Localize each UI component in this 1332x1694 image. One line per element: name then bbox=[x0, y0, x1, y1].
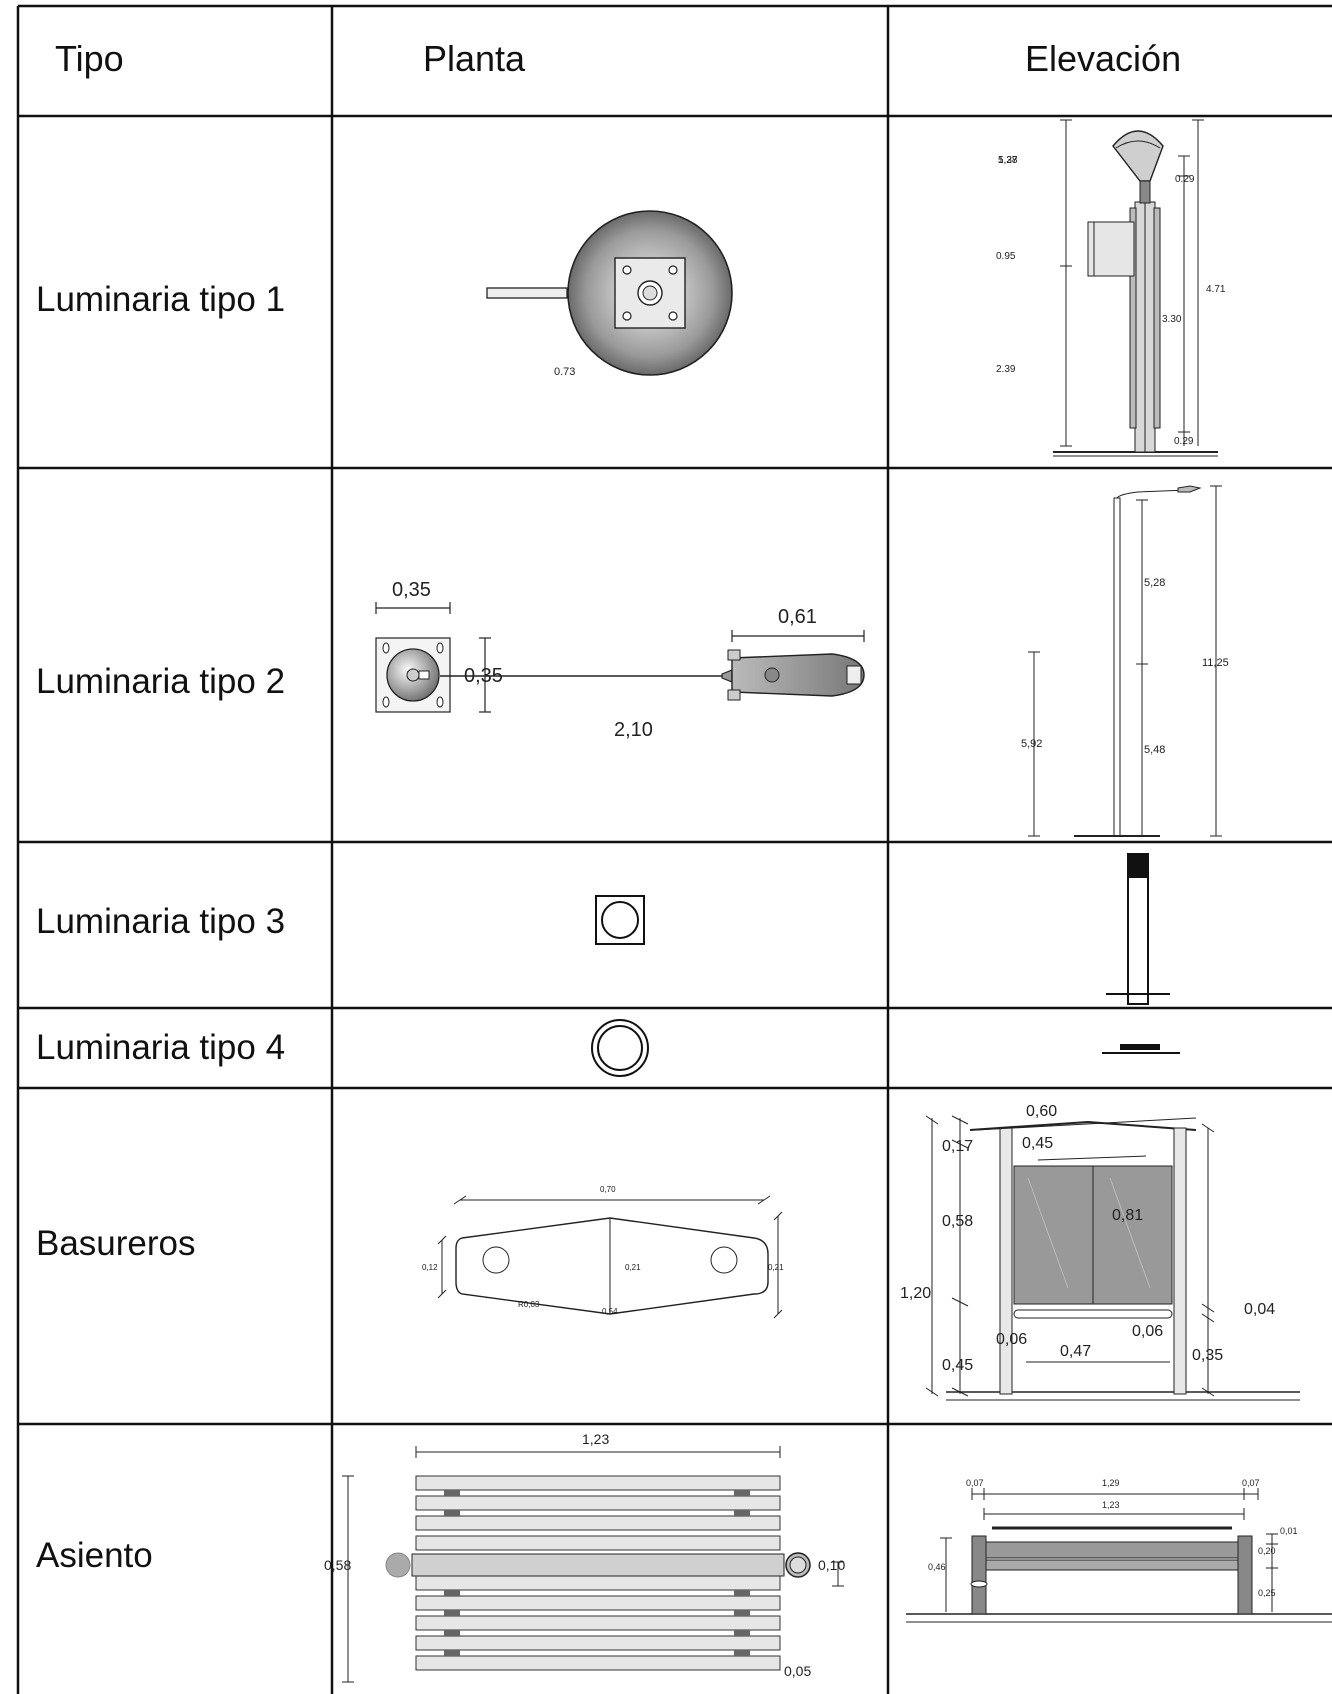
dim-label: 0.95 bbox=[996, 251, 1016, 262]
dim-label: 0,47 bbox=[1060, 1343, 1091, 1360]
dim-label: 0,06 bbox=[1132, 1323, 1163, 1340]
type-label-luminaria-4: Luminaria tipo 4 bbox=[36, 1028, 286, 1067]
dim-label: 0,70 bbox=[600, 1185, 616, 1194]
dim-label: 2,10 bbox=[614, 719, 653, 741]
luminaria-1-arm bbox=[486, 287, 568, 299]
dim-label: 0,06 bbox=[996, 1331, 1027, 1348]
dim-label: 4.71 bbox=[1206, 284, 1226, 295]
dim-label: 0,46 bbox=[928, 1562, 946, 1572]
dim-label: 0,61 bbox=[778, 606, 817, 628]
dim-label: 0,21 bbox=[625, 1263, 641, 1272]
dim-label: 0,07 bbox=[966, 1478, 984, 1488]
header-elevacion: Elevación bbox=[1025, 38, 1182, 79]
dim-label: 0,58 bbox=[324, 1557, 351, 1573]
dim-label: 0,58 bbox=[942, 1213, 973, 1230]
asiento-elevation-drawing: 0,07 1,29 0,07 1,23 0,01 0,20 0,46 0,25 bbox=[906, 1478, 1332, 1623]
dim-label: 0,35 bbox=[1192, 1347, 1223, 1364]
type-label-asiento: Asiento bbox=[36, 1536, 153, 1575]
dim-label: 0.73 bbox=[554, 366, 575, 378]
dim-label: 1,23 bbox=[1102, 1500, 1120, 1510]
dim-label: 11,25 bbox=[1202, 657, 1229, 669]
luminaria-1-elevation-drawing: 5,28 1.37 0.29 0.95 4.71 3.30 2.39 0.29 bbox=[996, 119, 1226, 457]
type-label-luminaria-1: Luminaria tipo 1 bbox=[36, 280, 286, 319]
basureros-plan-drawing: 0,70 0,12 0,21 0,21 R0,03 0,54 bbox=[422, 1185, 784, 1319]
asiento-plan-drawing: 1,23 0,58 0,10 0,05 bbox=[324, 1431, 845, 1683]
dim-label: 1.37 bbox=[998, 155, 1018, 166]
luminaria-1-plan-drawing: 0.73 bbox=[486, 210, 733, 378]
header-planta: Planta bbox=[423, 38, 526, 79]
dim-label: 0,04 bbox=[1244, 1301, 1275, 1318]
dim-label: 3.30 bbox=[1162, 314, 1182, 325]
dim-label: 0,54 bbox=[602, 1307, 618, 1316]
dim-label: 5,92 bbox=[1021, 738, 1042, 750]
luminaria-3-elevation-drawing bbox=[1106, 853, 1170, 1005]
dim-label: 1,20 bbox=[900, 1285, 931, 1302]
dim-label: 5,28 bbox=[998, 155, 1018, 166]
dim-label: 5,48 bbox=[1144, 744, 1165, 756]
type-label-luminaria-3: Luminaria tipo 3 bbox=[36, 902, 286, 941]
dim-label: 0,10 bbox=[818, 1557, 845, 1573]
header-tipo: Tipo bbox=[55, 38, 124, 79]
luminaria-4-elevation-drawing bbox=[1102, 1044, 1180, 1054]
luminaria-4-plan-drawing bbox=[591, 1019, 649, 1077]
dim-label: 0,35 bbox=[464, 665, 503, 687]
type-label-basureros: Basureros bbox=[36, 1224, 196, 1263]
dim-label: 0,45 bbox=[1022, 1135, 1053, 1152]
dim-label: R0,03 bbox=[518, 1300, 540, 1309]
dim-label: 0,21 bbox=[768, 1263, 784, 1272]
dim-label: 0,07 bbox=[1242, 1478, 1260, 1488]
luminaria-2-elevation-drawing: 5,28 11,25 5,92 5,48 bbox=[1021, 485, 1229, 837]
dim-label: 0.29 bbox=[1174, 436, 1194, 447]
dim-label: 0,25 bbox=[1258, 1588, 1276, 1598]
dim-label: 1,29 bbox=[1102, 1478, 1120, 1488]
luminaria-3-plan-drawing bbox=[595, 895, 645, 945]
luminaria-2-plan-drawing: 0,35 0,61 0,35 2,10 bbox=[375, 579, 865, 741]
type-label-luminaria-2: Luminaria tipo 2 bbox=[36, 662, 286, 701]
dim-label: 0.29 bbox=[1175, 174, 1195, 185]
dim-label: 0,35 bbox=[392, 579, 431, 601]
dim-label: 0,81 bbox=[1112, 1207, 1143, 1224]
basureros-elevation-drawing: 0,60 0,17 0,45 0,81 0,58 1,20 0,04 0,06 … bbox=[900, 1103, 1300, 1401]
dim-label: 0,20 bbox=[1258, 1546, 1276, 1556]
dim-label: 0,01 bbox=[1280, 1526, 1298, 1536]
dim-label: 0,45 bbox=[942, 1357, 973, 1374]
dim-label: 0,12 bbox=[422, 1263, 438, 1272]
dim-label: 0,05 bbox=[784, 1663, 811, 1679]
dim-label: 5,28 bbox=[1144, 577, 1165, 589]
dim-label: 1,23 bbox=[582, 1431, 609, 1447]
dim-label: 2.39 bbox=[996, 364, 1016, 375]
dim-label: 0,60 bbox=[1026, 1103, 1057, 1120]
dim-label: 0,17 bbox=[942, 1138, 973, 1155]
